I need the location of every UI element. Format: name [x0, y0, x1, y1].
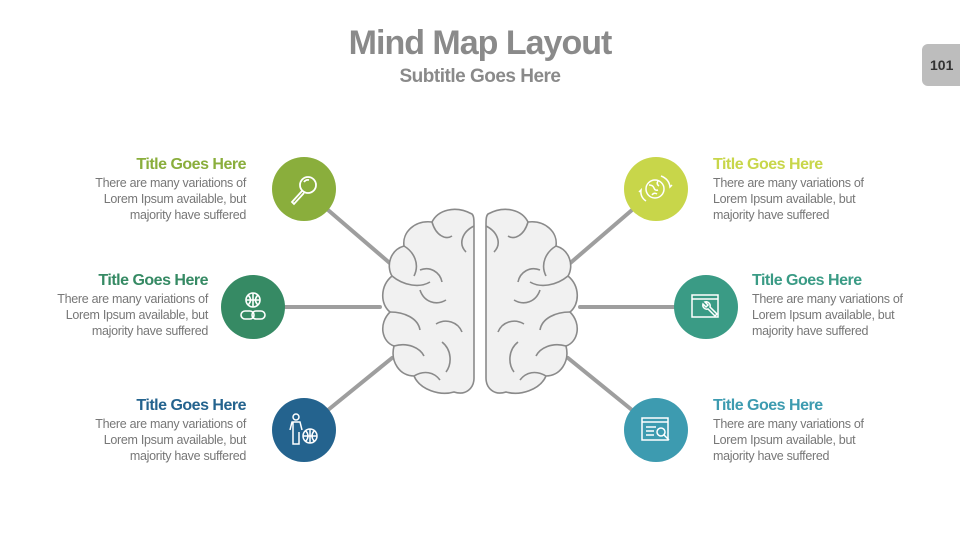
businessman-globe-icon: [289, 413, 318, 445]
item-body: There are many variations of Lorem Ipsum…: [95, 417, 246, 463]
item-text-4: Title Goes Here There are many variation…: [713, 157, 913, 223]
item-text-1: Title Goes Here There are many variation…: [46, 157, 246, 223]
item-body: There are many variations of Lorem Ipsum…: [713, 417, 864, 463]
item-body: There are many variations of Lorem Ipsum…: [57, 292, 208, 338]
node-4: [624, 157, 688, 221]
browser-wrench-icon: [691, 294, 719, 318]
item-body: There are many variations of Lorem Ipsum…: [95, 176, 246, 222]
connector-line: [566, 208, 634, 267]
item-text-5: Title Goes Here There are many variation…: [752, 273, 952, 339]
globe-link-icon: [240, 292, 266, 320]
node-3: [272, 398, 336, 462]
magnifier-icon: [290, 176, 317, 206]
node-6: [624, 398, 688, 462]
item-title: Title Goes Here: [136, 156, 246, 173]
item-title: Title Goes Here: [98, 272, 208, 289]
browser-search-icon: [641, 417, 670, 441]
node-1: [272, 157, 336, 221]
item-title: Title Goes Here: [713, 397, 823, 414]
page-title: Mind Map Layout: [348, 24, 613, 62]
connector-line: [326, 208, 394, 267]
item-title: Title Goes Here: [752, 272, 862, 289]
item-text-6: Title Goes Here There are many variation…: [713, 398, 913, 464]
item-title: Title Goes Here: [713, 156, 823, 173]
connector-line: [326, 356, 394, 412]
connector-line: [566, 356, 634, 412]
item-body: There are many variations of Lorem Ipsum…: [752, 292, 903, 338]
node-5: [674, 275, 738, 339]
node-2: [221, 275, 285, 339]
item-text-2: Title Goes Here There are many variation…: [8, 273, 208, 339]
item-title: Title Goes Here: [136, 397, 246, 414]
globe-refresh-icon: [638, 175, 673, 202]
brain-icon: [381, 208, 579, 395]
page-number: 101: [922, 44, 960, 86]
item-body: There are many variations of Lorem Ipsum…: [713, 176, 864, 222]
item-text-3: Title Goes Here There are many variation…: [46, 398, 246, 464]
page-subtitle: Subtitle Goes Here: [399, 66, 562, 87]
